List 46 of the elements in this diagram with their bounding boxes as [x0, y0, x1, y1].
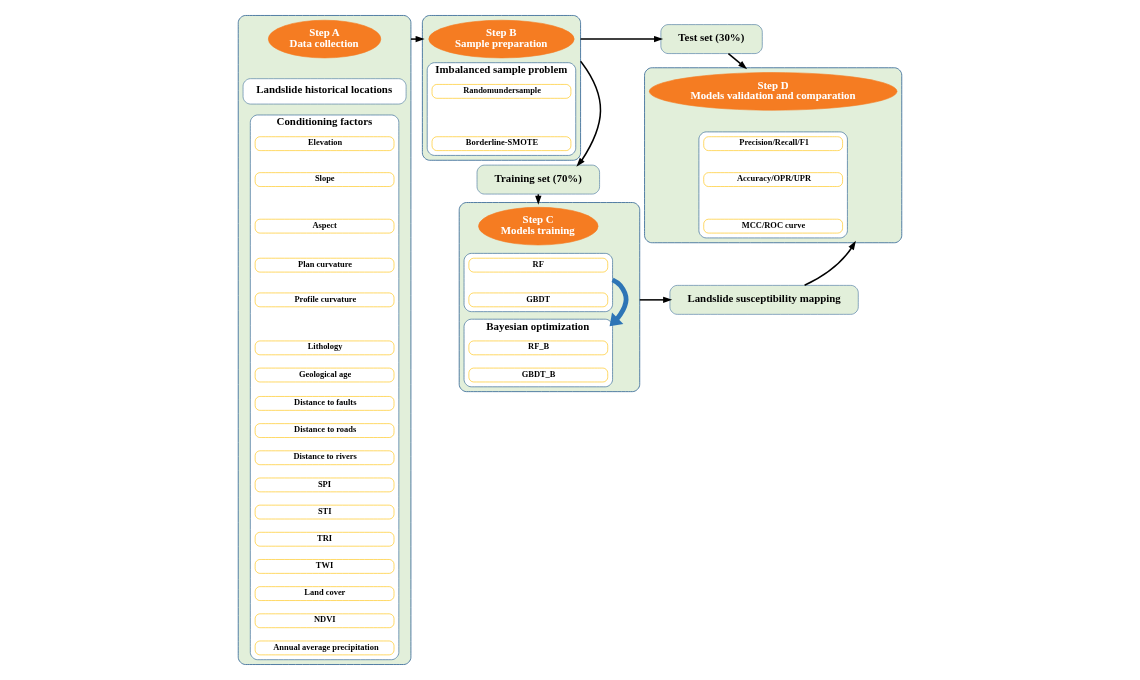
arrow — [410, 35, 425, 43]
node-box: RF_B — [468, 340, 609, 356]
node-box: GBDT_B — [468, 367, 609, 383]
node-box: Test set (30%) — [660, 24, 763, 54]
node-ellipse: Step A Data collection — [268, 19, 382, 59]
node-box: Landslide historical locations — [242, 78, 407, 105]
arrow — [579, 35, 664, 43]
node-box: Elevation — [254, 136, 395, 151]
node-box: Lithology — [254, 340, 395, 356]
node-box: TWI — [254, 559, 395, 574]
node-box: SPI — [254, 477, 395, 493]
node-box: Geological age — [254, 367, 395, 383]
node-box: Distance to roads — [254, 423, 395, 438]
arrow — [727, 52, 748, 70]
node-box: MCC/ROC curve — [703, 218, 843, 234]
arrow — [638, 296, 673, 304]
node-box: Annual average precipitation — [254, 640, 395, 656]
node-box: TRI — [254, 532, 395, 547]
arrow — [576, 60, 602, 167]
node-box: Land cover — [254, 586, 395, 601]
node-box: Distance to rivers — [254, 450, 395, 465]
node-box: Training set (70%) — [476, 164, 600, 195]
node-box: GBDT — [468, 292, 609, 308]
node-ellipse: Step C Models training — [478, 207, 599, 246]
node-box: NDVI — [254, 613, 395, 628]
node-box: RF — [468, 257, 609, 273]
node-box: Borderline-SMOTE — [431, 136, 572, 151]
cluster — [644, 67, 903, 244]
cluster — [421, 15, 582, 161]
node-box: Aspect — [254, 218, 395, 234]
node-box: Accuracy/OPR/UPR — [703, 172, 843, 187]
arrow — [803, 240, 856, 287]
cluster — [458, 202, 641, 393]
node-box: STI — [254, 504, 395, 520]
node-box: Landslide susceptibility mapping — [669, 285, 859, 315]
cluster — [237, 15, 412, 665]
node-box: Distance to faults — [254, 396, 395, 411]
node-box: Profile curvature — [254, 292, 395, 308]
node-ellipse: Step B Sample preparation — [428, 19, 575, 59]
cluster — [698, 131, 848, 239]
cluster — [463, 253, 613, 312]
node-ellipse: Step D Models validation and comparation — [649, 72, 898, 111]
node-box: Slope — [254, 172, 395, 187]
node-box: Randomundersample — [431, 84, 572, 99]
node-box: Precision/Recall/F1 — [703, 136, 843, 151]
node-box: Plan curvature — [254, 257, 395, 273]
